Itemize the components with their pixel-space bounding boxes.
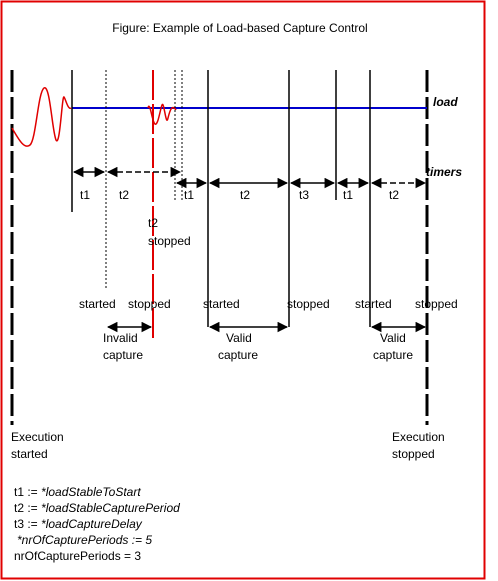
timer-label-1: t1 — [80, 188, 90, 202]
execution-started-line2: started — [11, 447, 48, 461]
valid2-started-label: started — [355, 297, 392, 311]
timer-label-2: t2 — [119, 188, 129, 202]
t2-stopped-line2: stopped — [148, 234, 191, 248]
legend-line-3: t3 := *loadCaptureDelay — [14, 517, 143, 531]
valid2-stopped-label: stopped — [415, 297, 458, 311]
timer-label-6: t1 — [343, 188, 353, 202]
valid2-capture-line1: Valid — [380, 331, 406, 345]
execution-stopped-line2: stopped — [392, 447, 435, 461]
timer-label-4: t2 — [240, 188, 250, 202]
valid2-capture-line2: capture — [373, 348, 413, 362]
figure-title: Figure: Example of Load-based Capture Co… — [112, 21, 367, 35]
load-label: load — [433, 95, 458, 109]
figure-border — [0, 0, 486, 580]
legend-line-2: t2 := *loadStableCapturePeriod — [14, 501, 180, 515]
legend-line-5: nrOfCapturePeriods = 3 — [14, 549, 141, 563]
load-oscillation-start — [11, 87, 72, 147]
valid1-capture-line1: Valid — [226, 331, 252, 345]
execution-stopped-line1: Execution — [392, 430, 445, 444]
valid1-capture-line2: capture — [218, 348, 258, 362]
invalid-started-label: started — [79, 297, 116, 311]
legend-line-1: t1 := *loadStableToStart — [14, 485, 141, 499]
timer-label-3: t1 — [184, 188, 194, 202]
invalid-capture-line2: capture — [103, 348, 143, 362]
timer-label-5: t3 — [299, 188, 309, 202]
timers-label: timers — [426, 165, 462, 179]
valid1-started-label: started — [203, 297, 240, 311]
valid1-stopped-label: stopped — [287, 297, 330, 311]
invalid-stopped-label: stopped — [128, 297, 171, 311]
execution-started-line1: Execution — [11, 430, 64, 444]
legend-line-4: *nrOfCapturePeriods := 5 — [17, 533, 152, 547]
t2-stopped-line1: t2 — [148, 216, 158, 230]
timer-label-7: t2 — [389, 188, 399, 202]
invalid-capture-line1: Invalid — [103, 331, 138, 345]
